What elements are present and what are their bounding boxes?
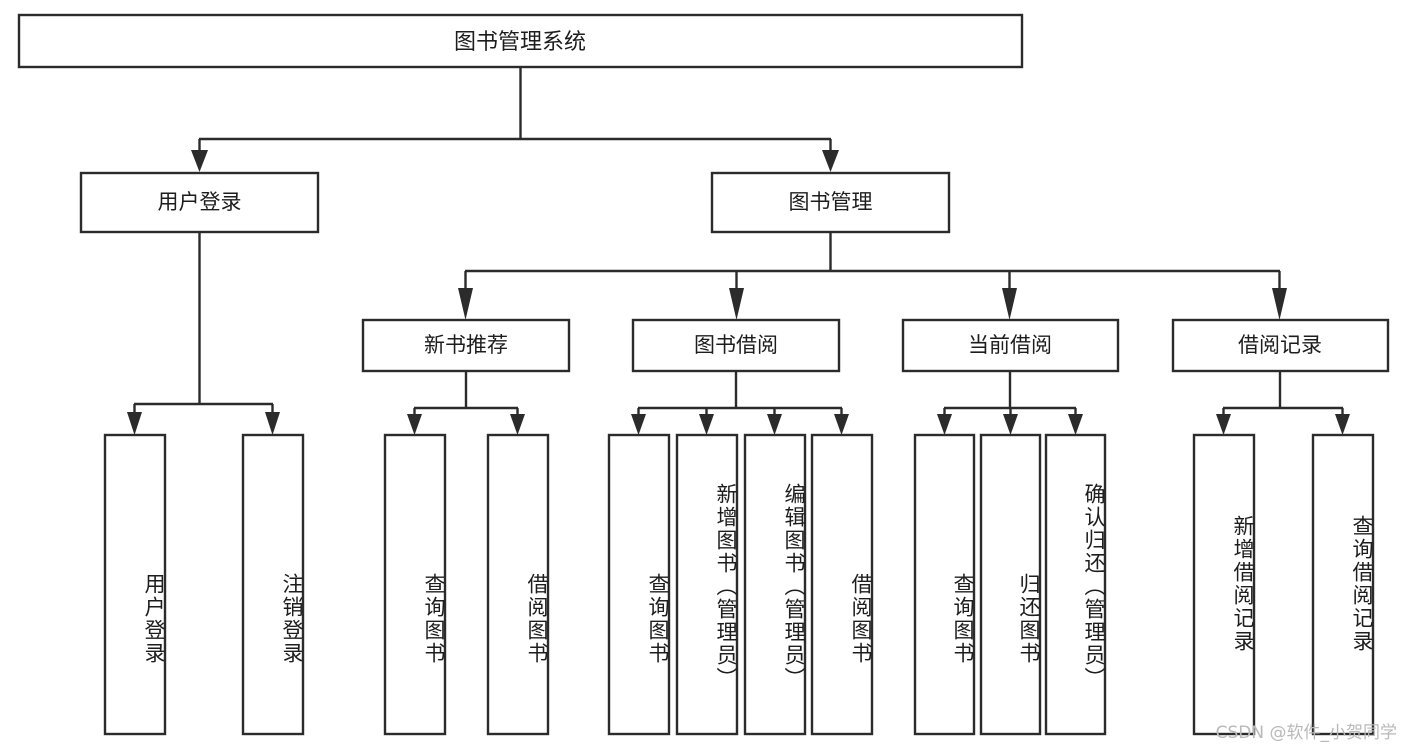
leaf-box-book-borrow-3[interactable] — [810, 433, 874, 736]
leaf-box-borrow-record-1[interactable] — [1311, 433, 1375, 736]
arrow-head-icon — [1335, 414, 1350, 435]
watermark-text: CSDN @软件_小贺同学 — [1215, 723, 1397, 743]
node-book-management-label: 图书管理 — [789, 190, 873, 214]
arrow-head-icon — [1002, 288, 1017, 320]
arrow-head-icon — [767, 414, 782, 435]
arrow-head-icon — [937, 414, 952, 435]
arrow-head-icon — [631, 414, 646, 435]
arrow-head-icon — [1068, 414, 1083, 435]
node-current-borrow[interactable]: 当前借阅 — [901, 318, 1120, 373]
leaf-box-current-borrow-0[interactable] — [913, 433, 976, 736]
node-book-borrow-label: 图书借阅 — [694, 333, 778, 357]
leaf-box-new-book-0[interactable] — [383, 433, 447, 736]
arrow-head-icon — [407, 414, 422, 435]
node-root-box[interactable] — [17, 13, 1024, 69]
connector-root-to-level1 — [191, 67, 839, 172]
node-new-book-recommend-label: 新书推荐 — [424, 333, 508, 357]
connector-user-login-to-leaves — [127, 232, 280, 435]
leaf-box-borrow-record-0[interactable] — [1192, 433, 1256, 736]
arrow-head-icon — [1003, 414, 1018, 435]
node-user-login-label: 用户登录 — [158, 190, 242, 214]
arrow-head-icon — [1216, 414, 1231, 435]
leaf-box-user-login-0[interactable] — [103, 433, 167, 736]
leaf-box-current-borrow-2[interactable] — [1044, 433, 1107, 736]
node-new-book-recommend[interactable]: 新书推荐 — [361, 318, 571, 373]
arrow-head-icon — [822, 150, 839, 172]
node-current-borrow-label: 当前借阅 — [968, 333, 1052, 357]
connector-borrow-record-to-leaves — [1216, 371, 1350, 435]
node-user-login-box[interactable] — [79, 171, 320, 234]
node-current-borrow-box[interactable] — [901, 318, 1120, 373]
leaf-box-current-borrow-1[interactable] — [979, 433, 1042, 736]
connector-current-borrow-to-leaves — [937, 371, 1083, 435]
leaf-box-book-borrow-0[interactable] — [607, 433, 671, 736]
leaf-box-book-borrow-2[interactable] — [743, 433, 807, 736]
node-book-management[interactable]: 图书管理 — [710, 171, 951, 234]
connector-book-borrow-to-leaves — [631, 371, 849, 435]
arrow-head-icon — [1272, 288, 1287, 320]
arrow-head-icon — [265, 412, 280, 435]
node-new-book-recommend-box[interactable] — [361, 318, 571, 373]
arrow-head-icon — [127, 412, 142, 435]
arrow-head-icon — [191, 150, 208, 172]
arrow-head-icon — [510, 414, 525, 435]
leaf-box-book-borrow-1[interactable] — [675, 433, 739, 736]
node-user-login[interactable]: 用户登录 — [79, 171, 320, 234]
leaf-box-user-login-1[interactable] — [241, 433, 305, 736]
leaf-box-new-book-1[interactable] — [486, 433, 550, 736]
node-root-label: 图书管理系统 — [454, 30, 586, 55]
node-borrow-record[interactable]: 借阅记录 — [1171, 318, 1390, 373]
arrow-head-icon — [729, 288, 744, 320]
node-root[interactable]: 图书管理系统 — [17, 13, 1024, 69]
arrow-head-icon — [834, 414, 849, 435]
node-borrow-record-label: 借阅记录 — [1238, 333, 1322, 357]
connector-new-book-recommend-to-leaves — [407, 371, 525, 435]
node-book-borrow[interactable]: 图书借阅 — [631, 318, 841, 373]
connector-book-management-to-level2 — [458, 232, 1287, 320]
arrow-head-icon — [699, 414, 714, 435]
arrow-head-icon — [458, 288, 473, 320]
